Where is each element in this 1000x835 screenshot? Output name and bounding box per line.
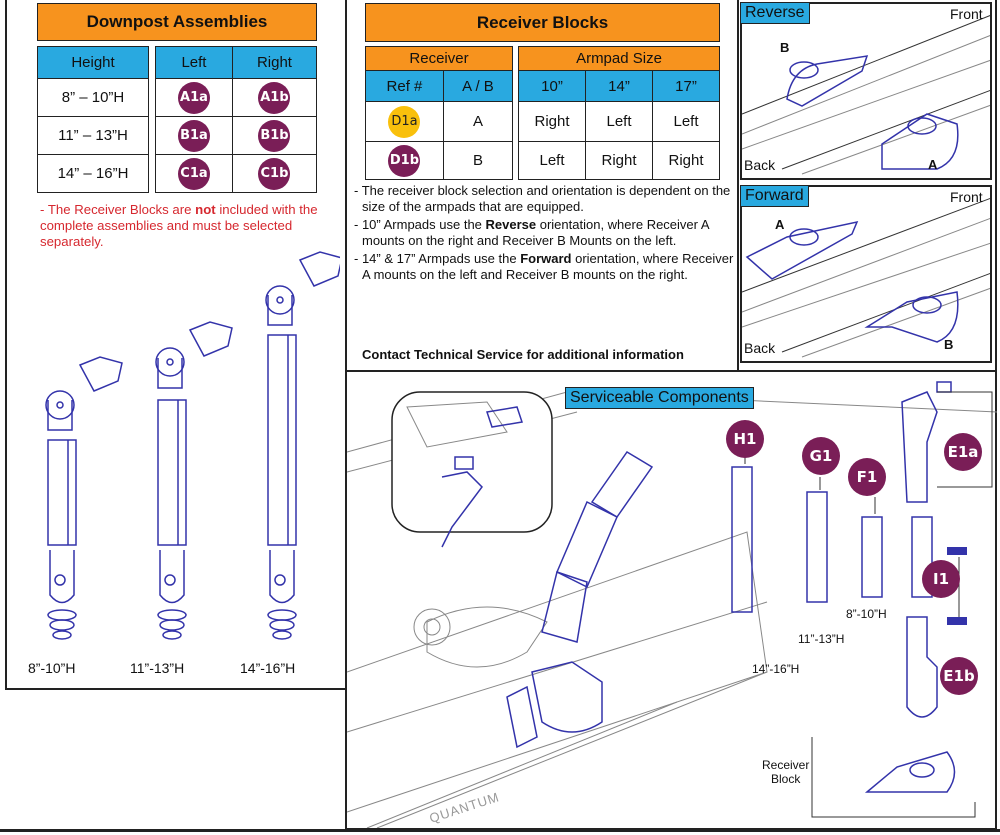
note-text: - The receiver block selection and orien…: [354, 183, 731, 214]
header-right: Right: [231, 46, 318, 79]
part-badge-g1: G1: [802, 437, 840, 475]
armpad-cell: Right: [585, 141, 653, 180]
reverse-label-b: B: [780, 40, 790, 55]
part-badge-d1a: D1a: [388, 105, 421, 138]
part-badge-f1: F1: [848, 458, 886, 496]
downpost-note: - The Receiver Blocks are not included w…: [40, 202, 330, 250]
receiver-armpad-table: Armpad Size 10” 14” 17” Right Left Left …: [518, 46, 720, 180]
header-left: Left: [155, 46, 233, 79]
figure-label-14-16: 14”-16”H: [240, 660, 296, 676]
note-text: orientation, where Receiver A mounts on …: [362, 217, 709, 248]
downpost-drawings: [45, 251, 340, 640]
downpost-8-10: [45, 356, 123, 640]
armpad-cell: Left: [652, 101, 720, 142]
header-17: 17”: [652, 70, 720, 102]
e1b-part: [906, 616, 938, 718]
forward-front-label: Front: [950, 189, 983, 205]
height-cell: 11” – 13”H: [37, 116, 149, 155]
reverse-label-a: A: [928, 157, 938, 172]
reverse-panel: [740, 2, 992, 180]
header-14: 14”: [585, 70, 653, 102]
note-bold: Forward: [520, 251, 572, 266]
reverse-rail-drawing: [742, 15, 990, 175]
note-item: - The receiver block selection and orien…: [352, 183, 735, 215]
header-height: Height: [37, 46, 149, 79]
receiver-ref-table: Receiver Ref # A / B D1a A D1b B: [365, 46, 514, 180]
figure-label-8-10: 8”-10”H: [28, 660, 76, 676]
armpad-cell: Right: [652, 141, 720, 180]
receiver-label-line: Receiver: [762, 758, 810, 772]
downpost-title: Downpost Assemblies: [37, 3, 317, 41]
downpost-parts-table: Left Right A1a A1b B1a B1b C1a C1b: [155, 46, 318, 193]
part-badge-b1b: B1b: [258, 119, 291, 152]
header-ab: A / B: [442, 70, 514, 102]
note-bold: not: [195, 202, 216, 217]
armpad-cell: Left: [585, 101, 653, 142]
downpost-14-16: [265, 251, 340, 640]
chair-drawing: [347, 381, 997, 828]
note-text: - 10” Armpads use the: [354, 217, 486, 232]
note-item: - 10” Armpads use the Reverse orientatio…: [352, 217, 735, 249]
part-badge-c1a: C1a: [177, 157, 210, 190]
part-badge-c1b: C1b: [258, 157, 291, 190]
forward-label-b: B: [944, 337, 954, 352]
forward-back-label: Back: [744, 340, 776, 356]
receiver-panel: [345, 0, 737, 372]
tube-label-8-10: 8”-10”H: [846, 607, 887, 621]
receiver-block-label: Receiver Block: [762, 758, 809, 786]
detail-inset: [391, 391, 553, 533]
figure-label-11-13: 11”-13”H: [130, 660, 185, 676]
group-receiver: Receiver: [365, 46, 513, 71]
part-badge-b1a: B1a: [177, 119, 210, 152]
part-badge-d1b: D1b: [388, 144, 421, 177]
part-badge-e1a: E1a: [944, 433, 982, 471]
contact-note: Contact Technical Service for additional…: [362, 347, 684, 362]
part-badge-i1: I1: [922, 560, 960, 598]
receiver-title: Receiver Blocks: [365, 3, 720, 42]
serviceable-title: Serviceable Components: [565, 387, 754, 409]
forward-label-a: A: [775, 217, 785, 232]
tube-f1: [861, 516, 883, 598]
tube-h1: [731, 466, 753, 613]
header-ref: Ref #: [365, 70, 444, 102]
tube-label-14-16: 14”-16”H: [752, 662, 800, 676]
note-text: - The Receiver Blocks are: [40, 202, 196, 217]
header-10: 10”: [518, 70, 586, 102]
forward-rail-drawing: [742, 197, 990, 358]
height-cell: 8” – 10”H: [37, 78, 149, 117]
note-text: included with the complete assemblies an…: [40, 202, 318, 249]
e1a-part: [901, 391, 938, 503]
part-badge-a1b: A1b: [258, 81, 291, 114]
tube-spare: [911, 516, 933, 598]
armpad-cell: Left: [518, 141, 586, 180]
note-text: orientation, where Receiver A mounts on …: [362, 251, 734, 282]
forward-tag: Forward: [740, 185, 809, 207]
receiver-notes: - The receiver block selection and orien…: [352, 183, 735, 285]
part-badge-a1a: A1a: [177, 81, 210, 114]
forward-panel: [740, 185, 992, 363]
receiver-label-line: Block: [771, 772, 801, 786]
tube-g1: [806, 491, 828, 603]
reverse-back-label: Back: [744, 157, 776, 173]
downpost-11-13: [155, 321, 233, 640]
height-cell: 14” – 16”H: [37, 154, 149, 193]
ab-cell: B: [442, 141, 514, 180]
note-item: - 14” & 17” Armpads use the Forward orie…: [352, 251, 735, 283]
group-armpad: Armpad Size: [518, 46, 720, 71]
ab-cell: A: [442, 101, 514, 142]
note-bold: Reverse: [485, 217, 537, 232]
tube-label-11-13: 11”-13”H: [798, 632, 845, 646]
reverse-front-label: Front: [950, 6, 983, 22]
reverse-tag: Reverse: [740, 2, 810, 24]
armpad-cell: Right: [518, 101, 586, 142]
part-badge-e1b: E1b: [940, 657, 978, 695]
note-text: - 14” & 17” Armpads use the: [354, 251, 521, 266]
downpost-height-table: Height 8” – 10”H 11” – 13”H 14” – 16”H: [37, 46, 149, 193]
receiver-block-part: [864, 751, 956, 793]
part-badge-h1: H1: [726, 420, 764, 458]
